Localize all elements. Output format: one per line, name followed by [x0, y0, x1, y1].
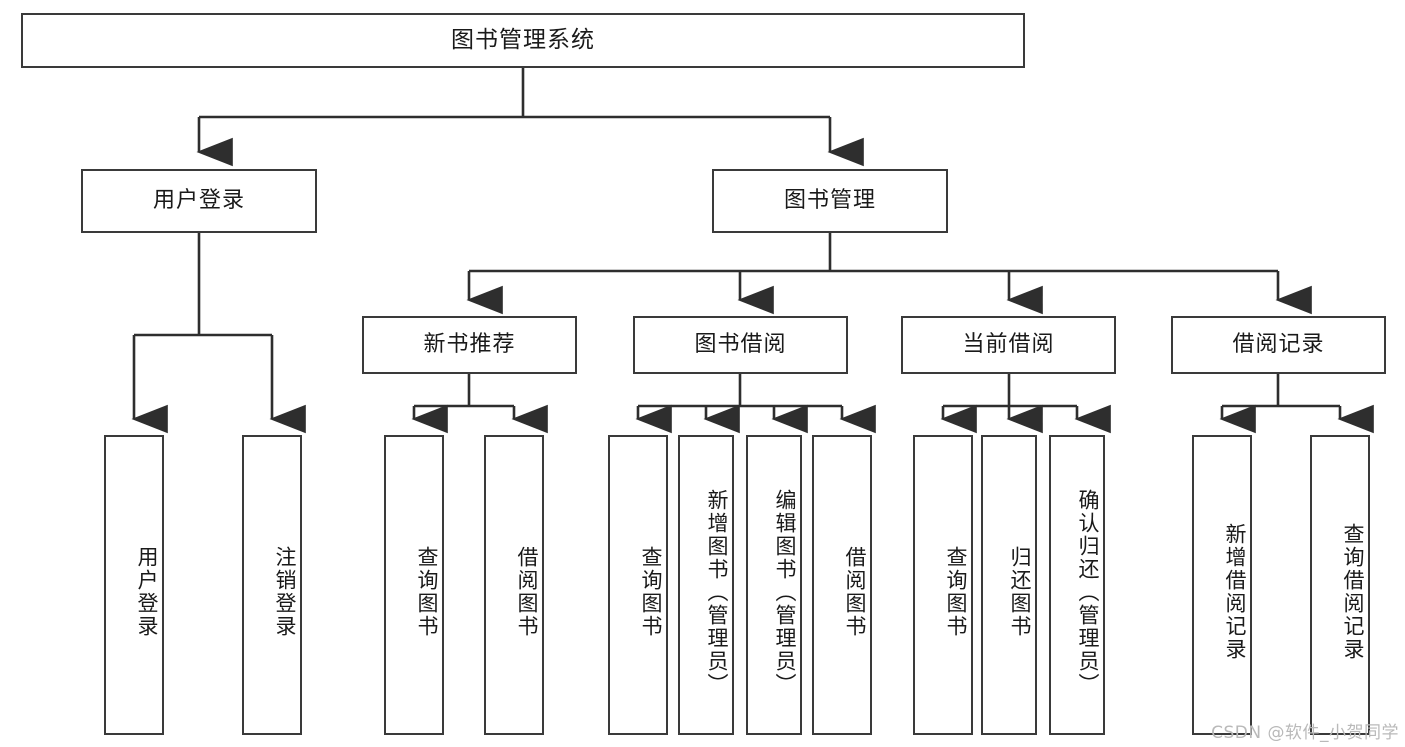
- node-borrow-record[interactable]: 借阅记录: [1171, 316, 1386, 374]
- node-label: 图书管理系统: [451, 26, 595, 53]
- leaf-record-add-record[interactable]: 新增借阅记录: [1192, 435, 1252, 735]
- leaf-current-return-book[interactable]: 归还图书: [981, 435, 1037, 735]
- watermark-text: CSDN @软件_小贺同学: [1211, 723, 1399, 743]
- leaf-user-login-login[interactable]: 用户登录: [104, 435, 164, 735]
- node-label: 编辑图书（管理员）: [773, 488, 797, 696]
- leaf-borrow-query-book[interactable]: 查询图书: [608, 435, 668, 735]
- node-label: 借阅图书: [843, 546, 867, 638]
- node-book-management[interactable]: 图书管理: [712, 169, 948, 233]
- node-user-login[interactable]: 用户登录: [81, 169, 317, 233]
- node-label: 图书借阅: [694, 331, 787, 357]
- node-label: 新增借阅记录: [1223, 523, 1247, 661]
- node-label: 新书推荐: [423, 331, 516, 357]
- node-label: 查询图书: [944, 546, 968, 638]
- node-label: 新增图书（管理员）: [705, 488, 729, 696]
- node-root-system[interactable]: 图书管理系统: [21, 13, 1025, 68]
- node-label: 当前借阅: [962, 331, 1055, 357]
- node-label: 用户登录: [135, 546, 159, 638]
- leaf-recommend-borrow-book[interactable]: 借阅图书: [484, 435, 544, 735]
- leaf-user-login-logout[interactable]: 注销登录: [242, 435, 302, 735]
- node-label: 查询图书: [639, 546, 663, 638]
- leaf-borrow-add-book-admin[interactable]: 新增图书（管理员）: [678, 435, 734, 735]
- node-label: 借阅图书: [515, 546, 539, 638]
- node-label: 借阅记录: [1232, 331, 1325, 357]
- leaf-current-confirm-return-admin[interactable]: 确认归还（管理员）: [1049, 435, 1105, 735]
- node-book-borrow[interactable]: 图书借阅: [633, 316, 848, 374]
- leaf-borrow-edit-book-admin[interactable]: 编辑图书（管理员）: [746, 435, 802, 735]
- leaf-current-query-book[interactable]: 查询图书: [913, 435, 973, 735]
- node-label: 归还图书: [1008, 546, 1032, 638]
- node-new-book-recommend[interactable]: 新书推荐: [362, 316, 577, 374]
- node-label: 查询借阅记录: [1341, 523, 1365, 661]
- node-label: 图书管理: [783, 187, 876, 213]
- node-label: 查询图书: [415, 546, 439, 638]
- node-label: 注销登录: [273, 546, 297, 638]
- leaf-borrow-borrow-book[interactable]: 借阅图书: [812, 435, 872, 735]
- node-label: 确认归还（管理员）: [1076, 488, 1100, 696]
- node-label: 用户登录: [152, 187, 245, 213]
- node-current-borrow[interactable]: 当前借阅: [901, 316, 1116, 374]
- leaf-recommend-query-book[interactable]: 查询图书: [384, 435, 444, 735]
- leaf-record-query-record[interactable]: 查询借阅记录: [1310, 435, 1370, 735]
